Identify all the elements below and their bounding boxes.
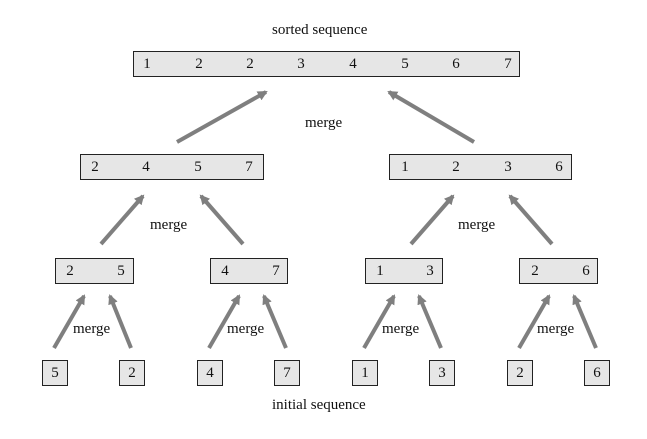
arrow [508,194,554,246]
merge-label: merge [150,217,188,233]
sequence-value: 2 [66,263,74,279]
sequence-value: 2 [128,365,136,381]
sequence-value: 4 [349,56,357,72]
pair-box: 4 7 [210,258,288,284]
sequence-value: 3 [297,56,305,72]
sequence-value: 1 [376,263,384,279]
sequence-value: 6 [555,159,563,175]
sequence-value: 7 [283,365,291,381]
sequence-value: 1 [143,56,151,72]
initial-element-box: 2 [119,360,145,386]
arrow [99,194,145,246]
arrow [199,194,245,246]
sequence-value: 7 [504,56,512,72]
merge-label: merge [305,115,343,131]
arrow [52,294,86,349]
initial-element-box: 6 [584,360,610,386]
arrow [417,294,443,349]
pair-box: 2 6 [519,258,598,284]
sequence-value: 5 [51,365,59,381]
initial-element-box: 2 [507,360,533,386]
arrow [387,90,476,144]
arrow [262,294,288,349]
sequence-value: 2 [195,56,203,72]
arrow [207,294,241,349]
sorted-sequence-label: sorted sequence [272,22,368,38]
merge-label: merge [382,321,420,337]
arrow [409,194,455,246]
sequence-value: 5 [194,159,202,175]
sequence-value: 3 [426,263,434,279]
arrow [572,294,598,349]
sequence-value: 5 [117,263,125,279]
initial-element-box: 4 [197,360,223,386]
arrow [517,294,551,349]
pair-box: 1 3 [365,258,443,284]
sequence-value: 2 [452,159,460,175]
initial-element-box: 5 [42,360,68,386]
arrow [362,294,396,349]
sequence-value: 2 [516,365,524,381]
merged-run-box: 1 2 3 6 [389,154,572,180]
merge-label: merge [537,321,575,337]
sequence-value: 6 [452,56,460,72]
initial-sequence-label: initial sequence [272,397,366,413]
sequence-value: 1 [361,365,369,381]
sequence-value: 2 [531,263,539,279]
sequence-value: 4 [221,263,229,279]
sequence-value: 6 [582,263,590,279]
sequence-value: 4 [142,159,150,175]
sequence-value: 2 [246,56,254,72]
sequence-value: 1 [401,159,409,175]
merge-label: merge [458,217,496,233]
sequence-value: 7 [245,159,253,175]
initial-element-box: 1 [352,360,378,386]
initial-element-box: 7 [274,360,300,386]
arrow [176,90,268,144]
pair-box: 2 5 [55,258,134,284]
sequence-value: 3 [438,365,446,381]
initial-element-box: 3 [429,360,455,386]
arrow [108,294,133,349]
sequence-value: 4 [206,365,214,381]
sorted-sequence-box: 1 2 2 3 4 5 6 7 [133,51,520,77]
sequence-value: 7 [272,263,280,279]
sequence-value: 3 [504,159,512,175]
sequence-value: 5 [401,56,409,72]
merge-label: merge [227,321,265,337]
sequence-value: 2 [91,159,99,175]
sequence-value: 6 [593,365,601,381]
merged-run-box: 2 4 5 7 [80,154,264,180]
merge-label: merge [73,321,111,337]
